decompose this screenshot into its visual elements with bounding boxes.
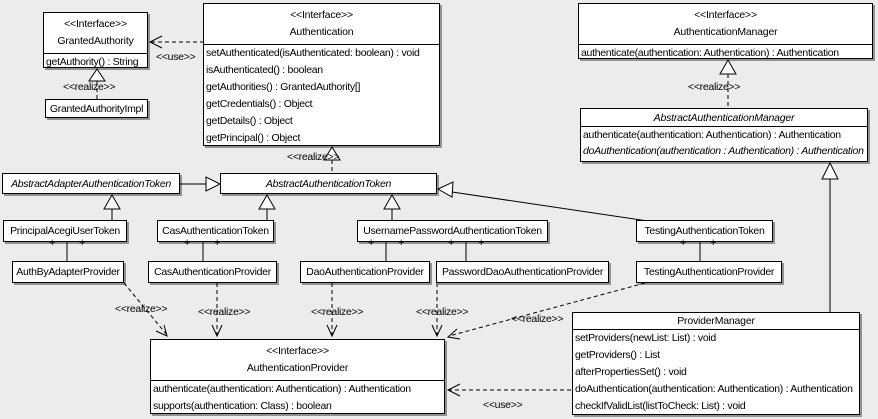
class-name: Authentication bbox=[289, 26, 354, 38]
realize-label: <<realize>> bbox=[287, 151, 340, 163]
class-testing-authentication-token: TestingAuthenticationToken bbox=[636, 220, 773, 242]
methods-compartment: setProviders(newList: List) : void getPr… bbox=[573, 329, 859, 414]
class-principal-acegi-user-token: PrincipalAcegiUserToken bbox=[3, 220, 127, 242]
class-name: GrantedAuthorityImpl bbox=[49, 102, 144, 115]
class-username-password-authentication-token: UsernamePasswordAuthenticationToken bbox=[357, 220, 548, 242]
realize-label: <<realize>> bbox=[416, 306, 469, 318]
class-name: PasswordDaoAuthenticationProvider bbox=[441, 266, 604, 278]
method: supports(authentication: Class) : boolea… bbox=[153, 400, 332, 412]
class-password-dao-authentication-provider: PasswordDaoAuthenticationProvider bbox=[436, 261, 609, 283]
methods-compartment: authenticate(authentication: Authenticat… bbox=[581, 126, 867, 159]
method: getAuthorities() : GrantedAuthority[] bbox=[206, 81, 361, 93]
class-authentication: <<Interface>> Authentication setAuthenti… bbox=[203, 3, 440, 146]
multiplicity-plus: + bbox=[710, 237, 717, 249]
stereotype-label: <<Interface>> bbox=[266, 345, 329, 357]
methods-compartment: authenticate(authentication: Authenticat… bbox=[579, 44, 872, 59]
method: setProviders(newList: List) : void bbox=[575, 332, 716, 344]
class-name: AbstractAuthenticationManager bbox=[653, 112, 795, 124]
class-name: AbstractAdapterAuthenticationToken bbox=[11, 177, 171, 190]
realize-label: <<realize>> bbox=[688, 81, 741, 93]
class-abstract-authentication-token: AbstractAuthenticationToken bbox=[220, 173, 437, 194]
multiplicity-plus: + bbox=[680, 237, 687, 249]
method: afterPropertiesSet() : void bbox=[575, 366, 687, 378]
use-label: <<use>> bbox=[483, 399, 523, 411]
method: setAuthenticated(isAuthenticated: boolea… bbox=[206, 47, 420, 59]
class-auth-by-adapter-provider: AuthByAdapterProvider bbox=[12, 261, 124, 283]
use-label: <<use>> bbox=[156, 51, 196, 63]
class-abstract-adapter-authentication-token: AbstractAdapterAuthenticationToken bbox=[2, 173, 180, 194]
method: doAuthentication(authentication : Authen… bbox=[583, 145, 864, 157]
multiplicity-plus: + bbox=[214, 237, 221, 249]
multiplicity-plus: + bbox=[478, 237, 485, 249]
methods-compartment: authenticate(authentication: Authenticat… bbox=[151, 380, 444, 413]
method: authenticate(authentication: Authenticat… bbox=[581, 47, 839, 59]
multiplicity-plus: + bbox=[49, 237, 56, 249]
class-header: <<Interface>> AuthenticationManager bbox=[579, 4, 872, 40]
class-authentication-manager: <<Interface>> AuthenticationManager auth… bbox=[578, 3, 873, 59]
class-provider-manager: ProviderManager setProviders(newList: Li… bbox=[572, 312, 860, 415]
class-cas-authentication-provider: CasAuthenticationProvider bbox=[148, 261, 277, 283]
class-header: AbstractAuthenticationManager bbox=[581, 109, 867, 126]
class-dao-authentication-provider: DaoAuthenticationProvider bbox=[300, 261, 430, 283]
multiplicity-plus: + bbox=[448, 237, 455, 249]
method: getAuthority() : String bbox=[46, 56, 139, 68]
stereotype-label: <<Interface>> bbox=[694, 9, 757, 21]
class-name: PrincipalAcegiUserToken bbox=[10, 225, 120, 237]
multiplicity-plus: + bbox=[79, 237, 86, 249]
class-name: DaoAuthenticationProvider bbox=[306, 266, 424, 278]
class-header: ProviderManager bbox=[573, 313, 859, 329]
class-name: AuthByAdapterProvider bbox=[16, 266, 120, 278]
method: getDetails() : Object bbox=[206, 115, 293, 127]
class-granted-authority: <<Interface>> GrantedAuthority getAuthor… bbox=[43, 12, 148, 68]
multiplicity-plus: + bbox=[398, 237, 405, 249]
method: checkIfValidList(listToCheck: List) : vo… bbox=[575, 400, 746, 412]
method: getPrincipal() : Object bbox=[206, 132, 301, 144]
method: doAuthentication(authentication: Authent… bbox=[575, 383, 853, 395]
class-name: AuthenticationProvider bbox=[246, 362, 349, 374]
methods-compartment: getAuthority() : String bbox=[44, 53, 147, 68]
edge-association-lines bbox=[66, 242, 701, 261]
class-name: TestingAuthenticationToken bbox=[644, 225, 765, 237]
realize-label: <<realize>> bbox=[63, 81, 116, 93]
class-cas-authentication-token: CasAuthenticationToken bbox=[157, 220, 274, 242]
realize-label: <<realize>> bbox=[115, 303, 168, 315]
realize-label: <<realize>> bbox=[511, 313, 564, 325]
stereotype-label: <<Interface>> bbox=[290, 9, 353, 21]
class-granted-authority-impl: GrantedAuthorityImpl bbox=[45, 99, 148, 118]
method: isAuthenticated() : boolean bbox=[206, 64, 323, 76]
class-testing-authentication-provider: TestingAuthenticationProvider bbox=[636, 261, 782, 283]
class-name: UsernamePasswordAuthenticationToken bbox=[363, 225, 542, 237]
multiplicity-plus: + bbox=[368, 237, 375, 249]
class-name: CasAuthenticationToken bbox=[162, 225, 269, 237]
realize-label: <<realize>> bbox=[311, 306, 364, 318]
class-name: TestingAuthenticationProvider bbox=[643, 266, 775, 278]
class-header: <<Interface>> Authentication bbox=[204, 4, 439, 40]
method: getCredentials() : Object bbox=[206, 98, 313, 110]
class-name: ProviderManager bbox=[677, 315, 755, 327]
class-name: AbstractAuthenticationToken bbox=[265, 177, 392, 190]
realize-label: <<realize>> bbox=[198, 306, 251, 318]
class-authentication-provider: <<Interface>> AuthenticationProvider aut… bbox=[150, 339, 445, 414]
class-name: GrantedAuthority bbox=[57, 35, 134, 47]
class-name: AuthenticationManager bbox=[673, 26, 778, 38]
class-header: <<Interface>> GrantedAuthority bbox=[44, 13, 147, 49]
class-name: CasAuthenticationProvider bbox=[154, 266, 271, 278]
multiplicity-plus: + bbox=[184, 237, 191, 249]
method: getProviders() : List bbox=[575, 349, 660, 361]
class-abstract-authentication-manager: AbstractAuthenticationManager authentica… bbox=[580, 108, 868, 162]
methods-compartment: setAuthenticated(isAuthenticated: boolea… bbox=[204, 44, 439, 145]
method: authenticate(authentication: Authenticat… bbox=[583, 129, 841, 141]
stereotype-label: <<Interface>> bbox=[64, 18, 127, 30]
method: authenticate(authentication: Authenticat… bbox=[153, 383, 411, 395]
class-header: <<Interface>> AuthenticationProvider bbox=[151, 340, 444, 376]
